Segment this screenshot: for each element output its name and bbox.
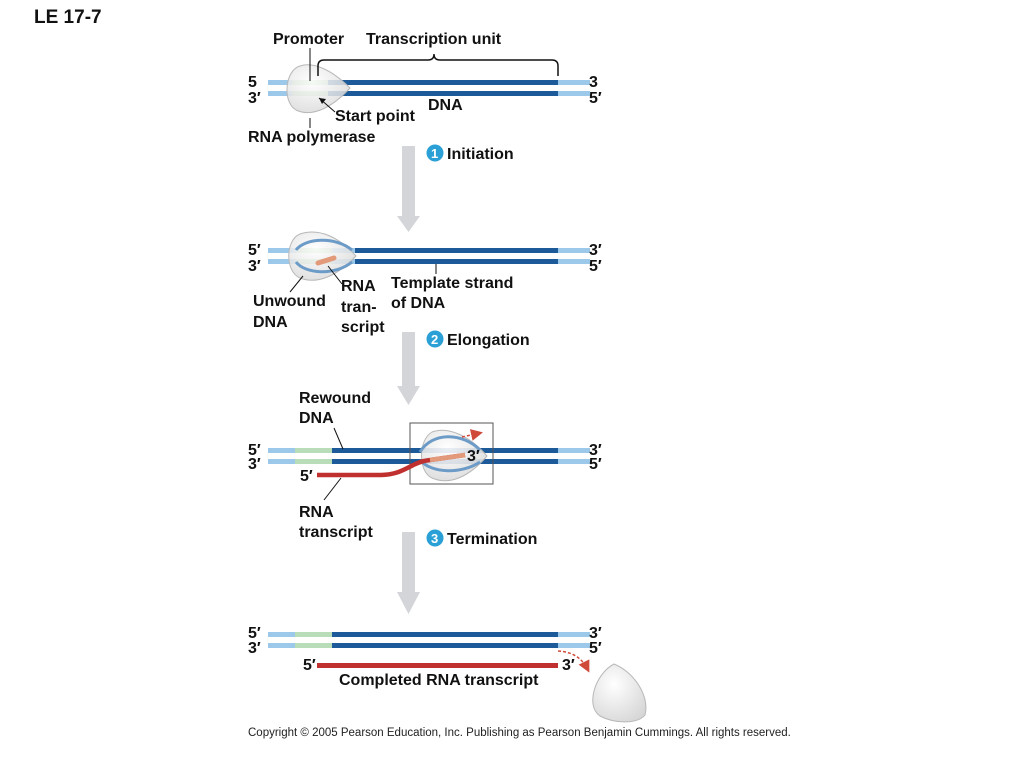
- panel-termination: 5′ 3′ 3′ 5′ 5′ 3′ Completed RNA transcri…: [248, 625, 647, 723]
- promoter-label: Promoter: [273, 31, 344, 48]
- step-number: 3: [431, 531, 438, 546]
- end-label-5-bottom: 5′: [589, 90, 602, 107]
- template-strand-label: Template strand: [391, 275, 513, 292]
- rna-transcript-label: tran-: [341, 299, 377, 316]
- completed-rna-label: Completed RNA transcript: [339, 672, 539, 689]
- rna-short-leader: [327, 265, 343, 285]
- end-label-5-top: 5: [248, 74, 257, 91]
- unwound-dna-label: DNA: [253, 314, 288, 331]
- end-label-3-top: 3′: [589, 625, 602, 642]
- step-arrow-head: [397, 386, 420, 405]
- promoter-region-top: [295, 448, 332, 453]
- step-termination: 3 Termination: [397, 529, 537, 614]
- rna-transcript-label: script: [341, 319, 385, 336]
- promoter-region-bottom: [295, 643, 332, 648]
- step-number: 1: [431, 146, 438, 161]
- panel-initiation-before: Promoter Transcription unit 5 3′ 3 5′ DN…: [248, 31, 602, 146]
- release-arrow: [557, 650, 590, 673]
- rna-transcript-label: RNA: [341, 278, 376, 295]
- rna-polymerase-label: RNA polymerase: [248, 129, 376, 146]
- end-label-5-top: 5′: [248, 242, 261, 259]
- polymerase-highlight-box: [409, 422, 494, 485]
- step-label: Termination: [447, 531, 537, 548]
- rna-5-prime-label: 5′: [303, 657, 316, 674]
- step-number: 2: [431, 332, 438, 347]
- promoter-region-top: [295, 632, 332, 637]
- end-label-5-bottom: 5′: [589, 456, 602, 473]
- step-arrow-shaft: [402, 332, 415, 388]
- rna-transcript-label: transcript: [299, 524, 373, 541]
- rna-transcript-strand: [317, 452, 466, 478]
- unwound-top-strand: [294, 238, 353, 252]
- rna-transcript-new-segment: [429, 452, 466, 463]
- unwound-dna-label: Unwound: [253, 293, 326, 310]
- end-label-3-top: 3: [589, 74, 598, 91]
- rewound-leader: [333, 427, 344, 450]
- rewound-dna-label: DNA: [299, 410, 334, 427]
- unwound-bottom-strand: [294, 260, 353, 274]
- panel-elongation: Rewound DNA 5′ 3′ 3′ 5′ 3′ 5′ RNA transc…: [248, 390, 602, 541]
- panel-initiation-after: 5′ 3′ 3′ 5′ Unwound DNA RNA tran- script…: [248, 231, 602, 336]
- step-number-circle: [426, 330, 444, 348]
- end-label-5-bottom: 5′: [589, 640, 602, 657]
- step-label: Initiation: [447, 146, 514, 163]
- rna-transcript-label: RNA: [299, 504, 334, 521]
- dna-top-strand: [355, 248, 558, 253]
- start-point-label: Start point: [335, 108, 416, 125]
- end-label-5-top: 5′: [248, 625, 261, 642]
- end-label-3-bottom: 3′: [248, 456, 261, 473]
- rna-transcript-short: [315, 255, 337, 266]
- step-number-circle: [426, 529, 444, 547]
- direction-arrow: [461, 429, 483, 441]
- dna-bottom-strand: [355, 259, 558, 264]
- end-label-3-bottom: 3′: [248, 258, 261, 275]
- dna-label: DNA: [428, 97, 463, 114]
- transcription-unit-label: Transcription unit: [366, 31, 502, 48]
- step-label: Elongation: [447, 332, 530, 349]
- dna-bottom-strand: [295, 643, 558, 648]
- released-rna-polymerase: [592, 663, 647, 723]
- rna-5-prime-label: 5′: [300, 468, 313, 485]
- step-arrow-shaft: [402, 146, 415, 218]
- rewound-dna-label: Rewound: [299, 390, 371, 407]
- step-arrow-head: [397, 216, 420, 232]
- start-point-arrowhead: [319, 98, 326, 104]
- step-initiation: 1 Initiation: [397, 144, 514, 232]
- rna-3-prime-label: 3′: [467, 448, 480, 465]
- end-label-3-bottom: 3′: [248, 90, 261, 107]
- dna-top-strand: [318, 80, 558, 85]
- end-label-3-top: 3′: [589, 442, 602, 459]
- end-label-3-bottom: 3′: [248, 640, 261, 657]
- rna-transcript-leader: [323, 477, 342, 501]
- step-elongation: 2 Elongation: [397, 330, 530, 405]
- figure-title: LE 17-7: [34, 7, 102, 28]
- unwound-top-strand: [418, 435, 482, 453]
- end-label-3-top: 3′: [589, 242, 602, 259]
- end-label-5-top: 5′: [248, 442, 261, 459]
- rna-3-prime-label: 3′: [562, 657, 575, 674]
- end-label-5-bottom: 5′: [589, 258, 602, 275]
- promoter-region-bottom: [295, 459, 332, 464]
- step-number-circle: [426, 144, 444, 162]
- transcription-unit-bracket: [317, 53, 559, 76]
- copyright-notice: Copyright © 2005 Pearson Education, Inc.…: [248, 727, 791, 739]
- step-arrow-head: [397, 592, 420, 614]
- dna-bottom-strand: [318, 91, 558, 96]
- rna-polymerase-shape: [286, 64, 351, 114]
- unwound-leader: [289, 275, 304, 293]
- completed-rna-strand: [317, 663, 558, 668]
- template-strand-label: of DNA: [391, 295, 446, 312]
- dna-top-strand: [295, 632, 558, 637]
- step-arrow-shaft: [402, 532, 415, 594]
